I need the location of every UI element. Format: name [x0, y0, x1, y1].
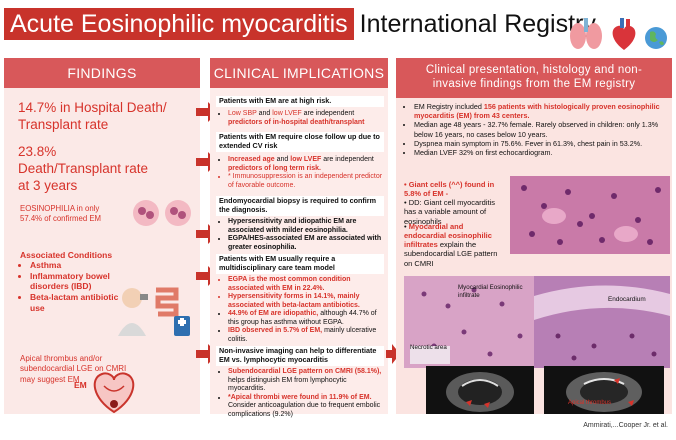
- section-high-risk-list: Low SBP and low LVEF are independent pre…: [218, 110, 384, 127]
- text-red: 44.9% of EM are idiopathic,: [228, 310, 319, 318]
- text-red: Subendocardial LGE pattern on CMRI (58.1…: [228, 368, 382, 375]
- list-item: EGPA/HES-associated EM are associated wi…: [228, 235, 384, 252]
- list-item: Median LVEF 32% on first echocardiogram.: [414, 148, 666, 157]
- text-red: 156 patients with histologically proven …: [414, 102, 660, 121]
- list-item: *Apical thrombi were found in 11.9% of E…: [228, 394, 384, 420]
- apical-thrombus-text: Apical thrombus and/or subendocardial LG…: [20, 354, 127, 384]
- eosinophilia-text: EOSINOPHILIA in only 57.4% of confirmed …: [20, 204, 102, 223]
- em-label: EM: [74, 380, 87, 390]
- giant-cells-text: • Giant cells (^^) found in 5.8% of EM -…: [404, 180, 508, 226]
- clinical-implications-panel: CLINICAL IMPLICATIONS Patients with EM a…: [210, 58, 388, 418]
- list-item: Hypersensitivity and idiopathic EM are a…: [228, 218, 384, 235]
- list-item: EGPA is the most common condition associ…: [228, 276, 384, 293]
- arrow-col2-col3: [386, 344, 400, 364]
- section-multidisciplinary-title: Patients with EM usually require a multi…: [216, 254, 384, 274]
- cmri-image-right: [544, 366, 664, 414]
- list-item: 44.9% of EM are idiopathic, although 44.…: [228, 310, 384, 327]
- presentation-heading: Clinical presentation, histology and non…: [396, 58, 672, 98]
- text: • DD: Giant cell myocarditis has a varia…: [404, 198, 495, 226]
- text-red-bold: predictors of in-hospital death/transpla…: [228, 118, 365, 126]
- cmri-image-left: [426, 366, 534, 414]
- text: EM Registry included: [414, 102, 484, 111]
- list-item: Subendocardial LGE pattern on CMRI (58.1…: [228, 368, 384, 394]
- section-follow-up-title: Patients with EM require close follow up…: [216, 132, 384, 152]
- section-imaging-title: Non-invasive imaging can help to differe…: [216, 346, 384, 366]
- associated-conditions-list: Asthma Inflammatory bowel disorders (IBD…: [20, 260, 120, 313]
- text-red: low LVEF: [272, 110, 302, 117]
- registry-facts-list: EM Registry included 156 patients with h…: [404, 102, 666, 157]
- text-red: *Apical thrombi were found in 11.9% of E…: [228, 393, 372, 401]
- associated-conditions-title: Associated Conditions: [20, 250, 113, 260]
- presentation-panel: Clinical presentation, histology and non…: [396, 58, 672, 414]
- text: and: [274, 156, 291, 163]
- text: helps distinguish EM from lymphocytic my…: [228, 376, 347, 393]
- text: although 44.7% of this group has asthma …: [228, 310, 377, 326]
- list-item: Increased age and low LVEF are independe…: [228, 156, 384, 173]
- section-imaging-list: Subendocardial LGE pattern on CMRI (58.1…: [218, 368, 384, 419]
- text: are independent: [301, 110, 355, 117]
- findings-panel: FINDINGS 14.7% in Hospital Death/ Transp…: [4, 58, 200, 414]
- stat-in-hospital-death: 14.7% in Hospital Death/ Transplant rate: [18, 100, 167, 132]
- label-myocardial-infiltrate: Myocardial Eosinophilic infiltrate: [458, 284, 523, 299]
- title-main: International Registry: [359, 9, 596, 38]
- text-red: low LVEF: [290, 156, 322, 163]
- label-endocardium: Endocardium: [608, 296, 646, 303]
- text-red: Giant cells (^^) found in 5.8% of EM -: [404, 180, 495, 199]
- globe-icon: [645, 27, 667, 49]
- histology-endocardium-image: [534, 276, 670, 368]
- lungs-icon: [570, 18, 602, 49]
- text-red-bold: predictors of long term risk.: [228, 164, 321, 172]
- infiltrates-text: • Myocardial and endocardial eosinophili…: [404, 222, 500, 268]
- heart-icon: [612, 18, 636, 50]
- section-biopsy-list: Hypersensitivity and idiopathic EM are a…: [218, 218, 384, 252]
- header-icons: [570, 18, 667, 50]
- conditions-illustration: [118, 287, 190, 336]
- title-bar: Acute Eosinophilic myocarditis Internati…: [4, 4, 596, 44]
- histology-myocardial-image: [404, 276, 534, 368]
- text: are independent: [321, 156, 374, 163]
- label-necrotic-area: Necrotic area: [410, 344, 447, 351]
- text: and: [256, 110, 273, 117]
- text: DD: Giant cell myocarditis has a variabl…: [404, 198, 495, 226]
- list-item: Hypersensitivity forms in 14.1%, mainly …: [228, 293, 384, 310]
- heart-thrombus-image: [93, 372, 135, 414]
- list-item: * Immunosuppression is an independent pr…: [228, 173, 384, 190]
- condition-item: Asthma: [30, 260, 120, 271]
- label-apical-thrombus: Apical thrombus: [568, 400, 612, 406]
- histology-giant-cells-image: [510, 176, 670, 254]
- intestine-icon: [155, 287, 179, 317]
- list-item: Median age 48 years - 32.7% female. Rare…: [414, 120, 666, 138]
- citation-credit: Ammirati,...Cooper Jr. et al.: [583, 422, 668, 429]
- section-high-risk-title: Patients with EM are at high risk.: [216, 96, 384, 107]
- clinical-heading: CLINICAL IMPLICATIONS: [210, 58, 388, 88]
- eosinophil-cells-image: [133, 200, 191, 226]
- person-inhaler-icon: [118, 288, 148, 336]
- list-item: EM Registry included 156 patients with h…: [414, 102, 666, 120]
- section-follow-up-list: Increased age and low LVEF are independe…: [218, 156, 384, 190]
- section-multidisciplinary-list: EGPA is the most common condition associ…: [218, 276, 384, 344]
- text: • Myocardial and endocardial eosinophili…: [404, 222, 498, 268]
- text-red: Myocardial and endocardial eosinophilic …: [404, 222, 492, 250]
- text: mainly ulcerative colitis.: [228, 327, 377, 343]
- text: explain the subendocardial LGE pattern o…: [404, 240, 498, 268]
- condition-item: Beta-lactam antibiotic use: [30, 292, 120, 313]
- text: Consider anticoagulation due to frequent…: [228, 402, 381, 418]
- title-highlight: Acute Eosinophilic myocarditis: [4, 7, 354, 41]
- list-item: Low SBP and low LVEF are independent pre…: [228, 110, 384, 127]
- section-biopsy-title: Endomyocardial biopsy is required to con…: [216, 196, 384, 216]
- text-red: Increased age: [228, 156, 275, 163]
- list-item: IBD observed in 5.7% of EM, mainly ulcer…: [228, 327, 384, 344]
- condition-item: Inflammatory bowel disorders (IBD): [30, 271, 120, 292]
- text-red: Low SBP: [228, 110, 257, 117]
- text-red: IBD observed in 5.7% of EM,: [228, 327, 323, 335]
- pills-icon: [174, 316, 190, 336]
- list-item: Dyspnea main symptom in 75.6%. Fever in …: [414, 139, 666, 148]
- text-red: • Giant cells (^^) found in 5.8% of EM -: [404, 180, 495, 199]
- stat-death-3-years: 23.8% Death/Transplant rate at 3 years: [18, 144, 149, 193]
- findings-heading: FINDINGS: [4, 58, 200, 88]
